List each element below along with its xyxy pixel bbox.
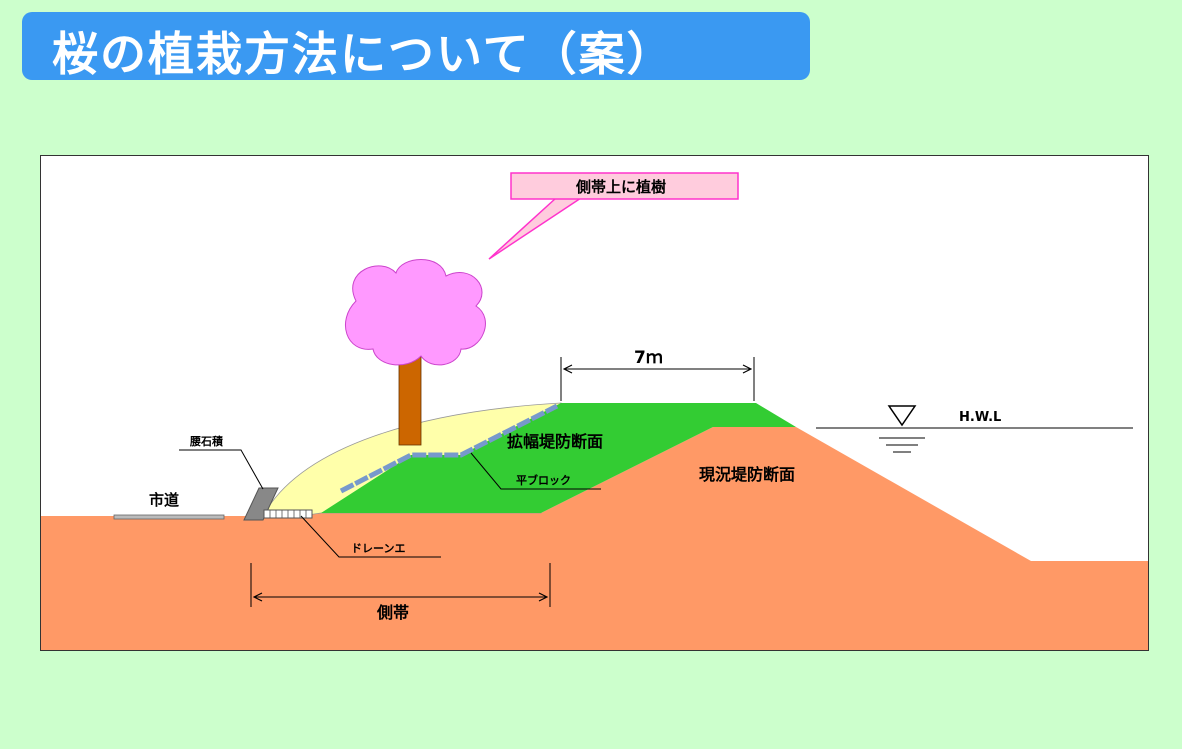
- drain-label: ドレーンエ: [351, 542, 405, 555]
- drain-hatching: [269, 510, 307, 518]
- width-label: 7ｍ: [634, 348, 663, 368]
- hwl-triangle-icon: [887, 405, 917, 427]
- callout-text: 側帯上に植樹: [575, 178, 666, 196]
- tree-trunk: [398, 352, 422, 446]
- hwl-label: H.W.L: [959, 410, 1001, 425]
- widened-levee-body: [321, 403, 796, 513]
- side-band-label: 側帯: [376, 603, 409, 622]
- existing-levee-label: 現況堤防断面: [699, 465, 795, 484]
- retaining-stone-leader: [179, 449, 264, 490]
- retaining-stone-wall: [243, 487, 279, 521]
- callout-pointer: [488, 197, 584, 260]
- retaining-stone-label: 腰石積: [189, 434, 224, 448]
- flat-block-label: 平ブロック: [516, 473, 571, 487]
- page-title: 桜の植栽方法について（案）: [52, 27, 675, 81]
- flat-block-strip: [339, 403, 559, 494]
- callout-box: [510, 172, 739, 200]
- diagram-panel: 側帯上に植樹 7ｍ 側帯 腰石積 市道 拡幅堤防断面 平ブロック 現況堤防断面 …: [40, 155, 1149, 651]
- title-bar: 桜の植栽方法について（案）: [22, 12, 810, 81]
- city-road-surface: [113, 514, 225, 520]
- flat-block-leader: [470, 452, 601, 490]
- tree-crown: [345, 259, 486, 366]
- levee-cross-section-diagram: 側帯上に植樹 7ｍ 側帯 腰石積 市道 拡幅堤防断面 平ブロック 現況堤防断面 …: [41, 172, 1148, 650]
- drain-leader: [300, 515, 441, 558]
- widened-levee-label: 拡幅堤防断面: [507, 432, 603, 451]
- city-road-label: 市道: [149, 491, 179, 509]
